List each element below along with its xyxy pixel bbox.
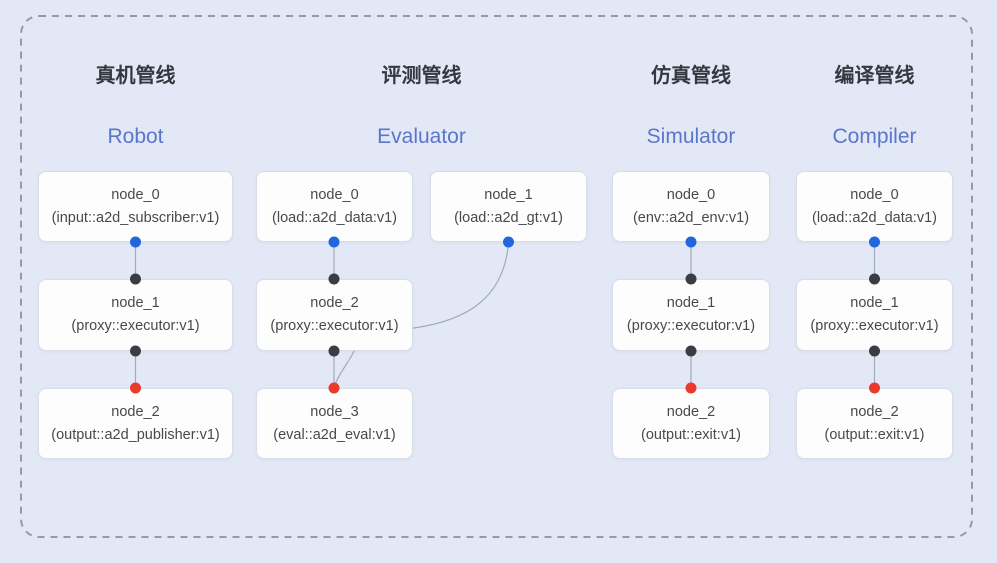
simulator-node1-output-port-dot (685, 345, 697, 357)
compiler-title-en: Compiler (832, 125, 917, 148)
robot-node-0-sublabel: (input::a2d_subscriber:v1) (51, 209, 220, 226)
evaluator-node-0: node_0 (load::a2d_data:v1) (256, 171, 413, 242)
evaluator-node-0-label: node_0 (310, 186, 359, 203)
compiler-node-1-sublabel: (proxy::executor:v1) (810, 318, 939, 334)
evaluator-node3-input-port-dot (328, 382, 340, 394)
compiler-node-2-label: node_2 (850, 403, 899, 420)
evaluator-node2-input-port-dot (328, 273, 340, 285)
robot-node-1-label: node_1 (111, 295, 160, 311)
simulator-node-1: node_1 (proxy::executor:v1) (612, 279, 770, 351)
robot-node0-output-port-dot (130, 236, 141, 248)
simulator-title-en: Simulator (646, 125, 736, 148)
evaluator-node0-output-port-dot (328, 236, 340, 248)
simulator-node-0-sublabel: (env::a2d_env:v1) (632, 209, 750, 226)
evaluator-title-zh: 评测管线 (381, 65, 462, 87)
simulator-node-2-sublabel: (output::exit:v1) (641, 426, 741, 443)
compiler-node-0: node_0 (load::a2d_data:v1) (796, 171, 953, 242)
evaluator-node-2-sublabel: (proxy::executor:v1) (270, 318, 399, 334)
simulator-node-2: node_2 (output::exit:v1) (612, 388, 770, 459)
pipeline-group-dashed-border (20, 15, 973, 538)
compiler-title-zh: 编译管线 (834, 65, 915, 87)
simulator-node2-input-port-dot (685, 382, 697, 394)
compiler-node-2: node_2 (output::exit:v1) (796, 388, 953, 459)
simulator-node0-output-port-dot (685, 236, 697, 248)
simulator-node-0: node_0 (env::a2d_env:v1) (612, 171, 770, 242)
robot-node-2-sublabel: (output::a2d_publisher:v1) (51, 426, 220, 443)
compiler-node2-input-port-dot (869, 382, 880, 394)
simulator-node-1-sublabel: (proxy::executor:v1) (626, 318, 756, 334)
robot-node1-input-port-dot (130, 273, 141, 285)
compiler-node1-output-port-dot (869, 345, 880, 357)
robot-node-0: node_0 (input::a2d_subscriber:v1) (38, 171, 233, 242)
evaluator-node-0-sublabel: (load::a2d_data:v1) (272, 209, 397, 226)
compiler-node0-output-port-dot (869, 236, 880, 248)
evaluator-title-en: Evaluator (377, 125, 466, 148)
evaluator-node-1-sublabel: (load::a2d_gt:v1) (454, 209, 563, 226)
robot-title-en: Robot (107, 125, 164, 148)
robot-node-1-sublabel: (proxy::executor:v1) (71, 318, 200, 334)
compiler-node-1: node_1 (proxy::executor:v1) (796, 279, 953, 351)
robot-node2-input-port-dot (130, 382, 141, 394)
simulator-node1-input-port-dot (685, 273, 697, 285)
evaluator-node-3: node_3 (eval::a2d_eval:v1) (256, 388, 413, 459)
compiler-node-0-label: node_0 (850, 186, 899, 203)
robot-node-0-label: node_0 (111, 186, 160, 203)
robot-node1-output-port-dot (130, 345, 141, 357)
simulator-node-1-label: node_1 (666, 295, 716, 311)
evaluator-node-3-sublabel: (eval::a2d_eval:v1) (273, 426, 396, 443)
evaluator-node2-output-port-dot (328, 345, 340, 357)
evaluator-node-2-label: node_2 (310, 295, 359, 311)
evaluator-node-3-label: node_3 (310, 403, 359, 420)
evaluator-node-1-label: node_1 (484, 186, 533, 203)
evaluator-node-2: node_2 (proxy::executor:v1) (256, 279, 413, 351)
robot-node-2-label: node_2 (111, 403, 160, 420)
robot-title-zh: 真机管线 (95, 65, 176, 87)
simulator-title-zh: 仿真管线 (651, 65, 731, 87)
evaluator-node1-output-port-dot (503, 236, 514, 248)
compiler-node-2-sublabel: (output::exit:v1) (824, 426, 925, 443)
compiler-node-0-sublabel: (load::a2d_data:v1) (812, 209, 937, 226)
simulator-node-0-label: node_0 (666, 186, 716, 203)
compiler-node1-input-port-dot (869, 273, 880, 285)
compiler-node-1-label: node_1 (850, 295, 899, 311)
simulator-node-2-label: node_2 (666, 403, 716, 420)
